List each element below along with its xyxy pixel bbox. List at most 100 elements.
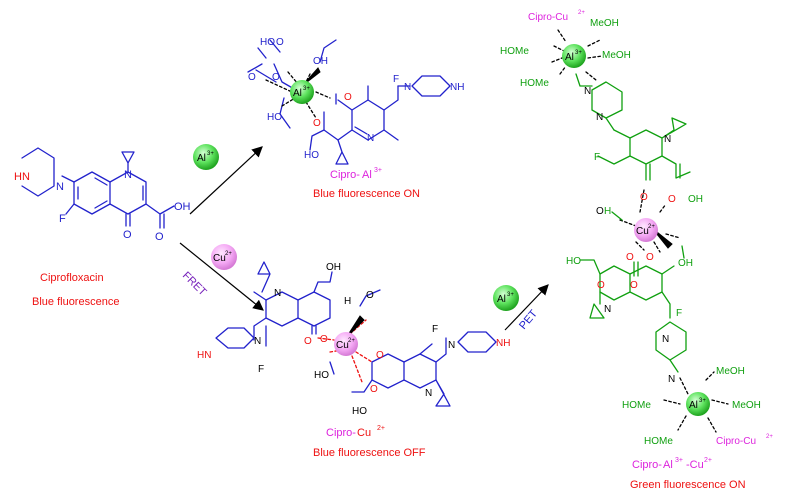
cipro-al-cu-atom-labels: Al 3+ Cipro-Cu 2+ MeOH HOMe MeOH HOMe N …: [500, 10, 773, 447]
svg-text:O: O: [376, 350, 384, 361]
svg-text:Al: Al: [197, 153, 206, 164]
svg-text:HO: HO: [352, 406, 367, 417]
svg-text:H: H: [344, 296, 351, 307]
svg-text:Al: Al: [362, 169, 372, 181]
svg-text:O: O: [320, 334, 328, 345]
svg-text:O: O: [304, 336, 312, 347]
svg-text:N: N: [254, 336, 261, 347]
svg-text:OH: OH: [313, 56, 328, 67]
al-ion-ball-icon: [562, 44, 586, 68]
svg-text:HOMe: HOMe: [500, 46, 529, 57]
al-ion-ball-icon: Al 3+: [193, 144, 219, 170]
svg-text:2+: 2+: [578, 10, 585, 16]
svg-text:N: N: [274, 288, 281, 299]
svg-text:HOMe: HOMe: [644, 436, 673, 447]
svg-text:O: O: [370, 384, 378, 395]
svg-text:Cu: Cu: [636, 226, 649, 237]
svg-text:MeOH: MeOH: [716, 366, 745, 377]
green-fluorescence-on-label: Green fluorescence ON: [630, 479, 746, 491]
al-ion-ball-icon: [290, 80, 314, 104]
svg-text:3+: 3+: [374, 167, 382, 174]
svg-text:N: N: [404, 82, 411, 93]
svg-text:MeOH: MeOH: [732, 400, 761, 411]
svg-text:Al: Al: [689, 400, 698, 411]
reaction-arrow-icon: [504, 284, 549, 331]
svg-text:F: F: [258, 364, 264, 375]
atom-label: N: [56, 181, 64, 193]
atom-label: N: [124, 169, 132, 181]
blue-fluorescence-on-label: Blue fluorescence ON: [313, 188, 420, 200]
svg-text:HN: HN: [197, 350, 211, 361]
cipro-al-atom-labels: Al 3+ HO O O O HO OH O O HO N F N NH: [248, 37, 464, 161]
svg-text:O: O: [646, 252, 654, 263]
svg-text:2+: 2+: [766, 434, 773, 440]
svg-text:Al: Al: [293, 88, 302, 99]
cu-ion-ball-icon: [634, 218, 658, 242]
svg-text:O: O: [630, 280, 638, 291]
cu-ion-ball-icon: [334, 332, 358, 356]
atom-label: F: [59, 213, 66, 225]
svg-text:Al: Al: [497, 294, 506, 305]
blue-fluorescence-label: Blue fluorescence: [32, 296, 119, 308]
svg-text:HOMe: HOMe: [622, 400, 651, 411]
ciprofloxacin-structure: [21, 147, 175, 229]
svg-text:O: O: [248, 72, 256, 83]
pet-label: PET: [517, 308, 540, 332]
al-ion-ball-icon: Al 3+: [493, 285, 519, 311]
ciprofloxacin-atom-labels: HN N F N O O OH: [14, 169, 191, 243]
svg-text:O: O: [366, 290, 374, 301]
atom-label: OH: [174, 201, 191, 213]
svg-text:Cipro-Cu: Cipro-Cu: [716, 436, 756, 447]
svg-text:NH: NH: [450, 82, 464, 93]
svg-text:NH: NH: [496, 338, 510, 349]
svg-text:O: O: [626, 252, 634, 263]
svg-text:HO: HO: [566, 256, 581, 267]
svg-text:3+: 3+: [207, 151, 214, 157]
svg-text:Cu: Cu: [336, 340, 349, 351]
svg-text:3+: 3+: [303, 86, 310, 92]
svg-text:2+: 2+: [648, 224, 655, 230]
svg-text:O: O: [597, 280, 605, 291]
svg-text:MeOH: MeOH: [602, 50, 631, 61]
svg-text:2+: 2+: [225, 251, 232, 257]
svg-text:HOMe: HOMe: [520, 78, 549, 89]
fret-label: FRET: [180, 270, 209, 299]
svg-text:N: N: [664, 134, 671, 145]
svg-text:OH: OH: [678, 258, 693, 269]
cipro-cu-complex-structure: [215, 261, 497, 407]
cipro-al-complex-structure: [247, 39, 451, 165]
cipro-al-cu-complex-structure: [551, 29, 729, 433]
svg-text:Al: Al: [663, 459, 673, 471]
svg-text:O: O: [668, 194, 676, 205]
svg-text:Cu: Cu: [213, 253, 226, 264]
svg-text:F: F: [432, 324, 438, 335]
svg-text:H: H: [604, 206, 611, 217]
svg-text:F: F: [676, 308, 682, 319]
svg-text:N: N: [604, 304, 611, 315]
svg-text:N: N: [448, 340, 455, 351]
svg-text:N: N: [367, 133, 374, 144]
svg-text:N: N: [668, 374, 675, 385]
svg-text:N: N: [596, 112, 603, 123]
svg-text:2+: 2+: [704, 457, 712, 464]
svg-text:Cipro-: Cipro-: [326, 427, 356, 439]
svg-text:2+: 2+: [348, 338, 355, 344]
atom-label: HN: [14, 171, 30, 183]
svg-text:Cipro-: Cipro-: [330, 169, 360, 181]
svg-text:HO: HO: [267, 112, 282, 123]
ciprofloxacin-label: Ciprofloxacin: [40, 272, 104, 284]
atom-label: O: [123, 229, 132, 241]
svg-text:3+: 3+: [675, 457, 683, 464]
svg-text:Cu: Cu: [357, 427, 371, 439]
svg-text:Al: Al: [565, 52, 574, 63]
svg-text:OH: OH: [688, 194, 703, 205]
svg-text:N: N: [425, 388, 432, 399]
svg-text:HO: HO: [314, 370, 329, 381]
cu-ion-ball-icon: Cu 2+: [211, 244, 237, 270]
svg-text:HO: HO: [260, 37, 275, 48]
reaction-arrow-icon: [189, 146, 263, 215]
svg-text:MeOH: MeOH: [590, 18, 619, 29]
svg-text:N: N: [662, 334, 669, 345]
svg-text:F: F: [594, 152, 600, 163]
